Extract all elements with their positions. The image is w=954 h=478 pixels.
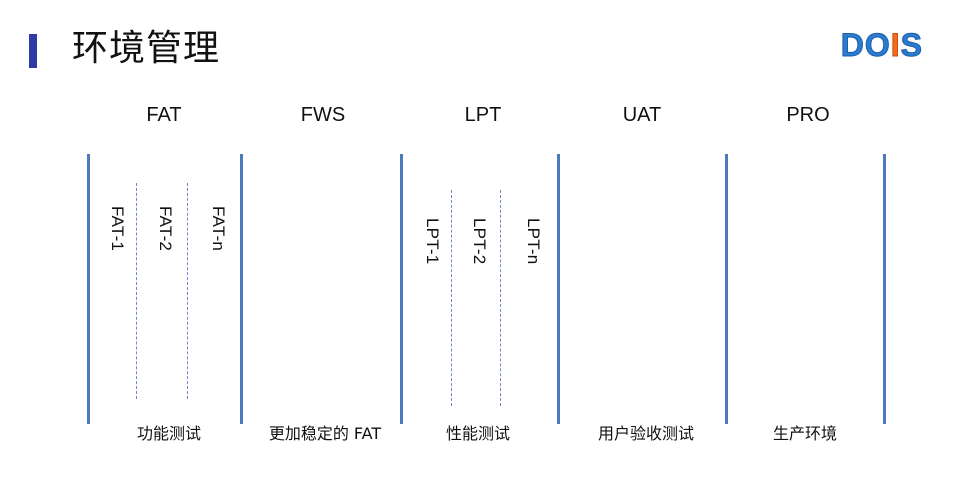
env-divider-5 bbox=[725, 154, 728, 424]
fat-instance-separator-1 bbox=[136, 183, 137, 399]
logo-letter-d: D bbox=[840, 27, 865, 63]
logo-letter-s: S bbox=[900, 27, 923, 63]
env-header-pro: PRO bbox=[786, 104, 830, 126]
env-divider-1 bbox=[87, 154, 90, 424]
env-header-lpt: LPT bbox=[464, 104, 502, 126]
lpt-instance-separator-1 bbox=[451, 190, 452, 406]
env-description-uat: 用户验收测试 bbox=[597, 424, 694, 443]
env-divider-6 bbox=[883, 154, 886, 424]
env-header-uat: UAT bbox=[622, 104, 662, 126]
lpt-instance-label-1: LPT-1 bbox=[423, 218, 442, 265]
env-divider-2 bbox=[240, 154, 243, 424]
title-accent-bar bbox=[29, 34, 37, 68]
env-description-pro: 生产环境 bbox=[772, 424, 837, 443]
env-header-fws: FWS bbox=[300, 104, 346, 126]
logo-letter-o: O bbox=[864, 27, 891, 63]
fat-instance-label-n: FAT-n bbox=[209, 206, 228, 252]
fat-instance-label-1: FAT-1 bbox=[108, 206, 127, 252]
env-description-lpt: 性能测试 bbox=[445, 424, 510, 443]
env-header-fat: FAT bbox=[146, 104, 182, 126]
env-description-fws: 更加稳定的 FAT bbox=[268, 424, 382, 443]
fat-instance-separator-2 bbox=[187, 183, 188, 399]
lpt-instance-label-n: LPT-n bbox=[524, 218, 543, 265]
env-description-fat: 功能测试 bbox=[136, 424, 201, 443]
dois-logo: DOIS bbox=[840, 27, 923, 63]
env-divider-4 bbox=[557, 154, 560, 424]
page-title: 环境管理 bbox=[72, 28, 221, 69]
env-divider-3 bbox=[400, 154, 403, 424]
fat-instance-label-2: FAT-2 bbox=[156, 206, 175, 252]
lpt-instance-label-2: LPT-2 bbox=[470, 218, 489, 265]
logo-letter-i: I bbox=[890, 27, 901, 63]
lpt-instance-separator-2 bbox=[500, 190, 501, 406]
